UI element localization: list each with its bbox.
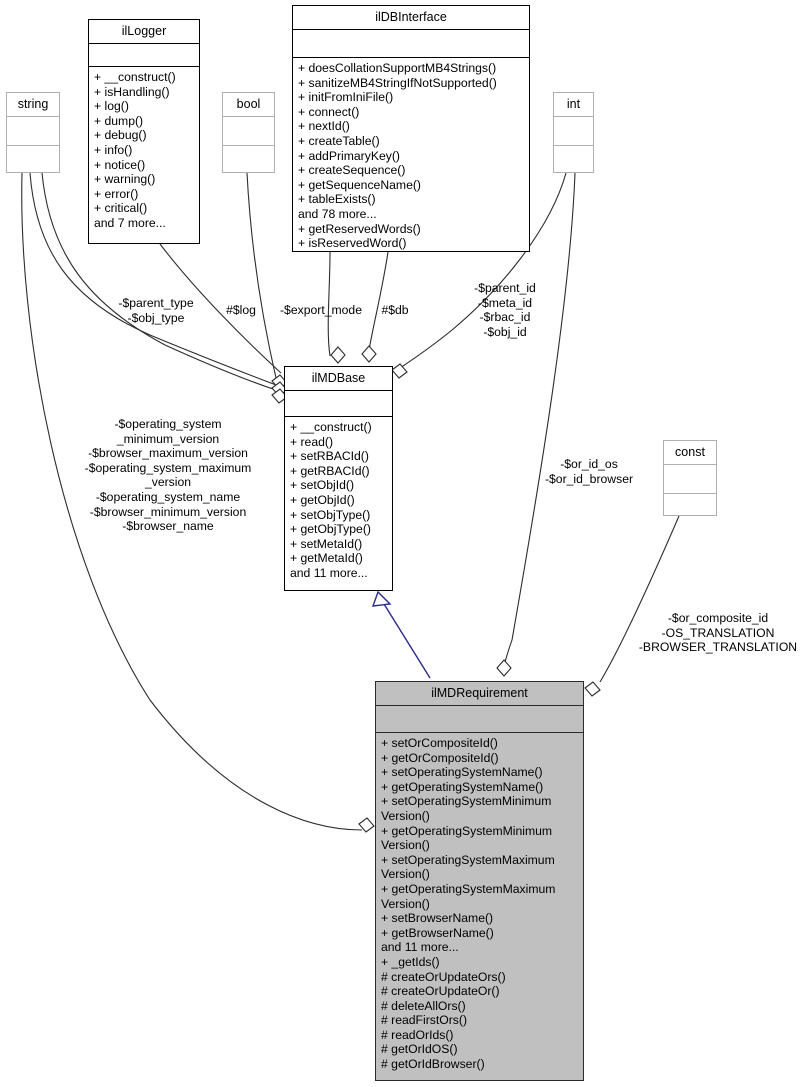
- class-methods-ilmdrequirement: + setOrCompositeId() + getOrCompositeId(…: [376, 733, 583, 1076]
- class-attrs-string: [7, 117, 59, 146]
- method-item: + getSequenceName(): [298, 177, 421, 192]
- class-box-ilmdbase[interactable]: ilMDBase + __construct() + read() + setR…: [284, 366, 393, 591]
- method-item: + setRBACId(): [290, 449, 369, 464]
- method-item: + isHandling(): [94, 84, 170, 99]
- method-item: + connect(): [298, 104, 360, 119]
- class-methods-int: [554, 146, 593, 153]
- method-item: + getOperatingSystemMaximum Version(): [381, 881, 556, 911]
- method-item: # createOrUpdateOr(): [381, 984, 500, 999]
- class-title-const: const: [664, 441, 716, 465]
- class-title-illogger: ilLogger: [89, 20, 199, 44]
- class-title-string: string: [7, 93, 59, 117]
- class-methods-string: [7, 146, 59, 153]
- edge-label-ids-group: -$parent_id -$meta_id -$rbac_id -$obj_id: [474, 281, 536, 339]
- method-item: + getReservedWords(): [298, 221, 421, 236]
- edge-label-export-mode: -$export_mode: [280, 303, 362, 317]
- class-title-int: int: [554, 93, 593, 117]
- class-attrs-ilmdbase: [285, 391, 392, 417]
- method-item: + error(): [94, 186, 139, 201]
- method-item: and 11 more...: [381, 940, 459, 955]
- method-item: and 7 more...: [94, 215, 166, 230]
- method-item: # readFirstOrs(): [381, 1013, 467, 1028]
- class-title-ildbinterface: ilDBInterface: [293, 6, 529, 30]
- edge-label-log: #$log: [226, 303, 256, 317]
- method-item: + createTable(): [298, 133, 380, 148]
- class-attrs-ilmdrequirement: [376, 706, 583, 733]
- method-item: + setMetaId(): [290, 536, 363, 551]
- class-title-ilmdrequirement: ilMDRequirement: [376, 682, 583, 706]
- method-item: + setOperatingSystemName(): [381, 765, 543, 780]
- method-item: + setOperatingSystemMaximum Version(): [381, 852, 555, 882]
- class-attrs-illogger: [89, 44, 199, 67]
- edge-label-const-group: -$or_composite_id -OS_TRANSLATION -BROWS…: [638, 611, 798, 655]
- edge-label-requirement-strings: -$operating_system _minimum_version -$br…: [84, 417, 252, 534]
- method-item: + isReservedWord(): [298, 236, 407, 251]
- method-item: + getObjId(): [290, 492, 355, 507]
- method-item: + setObjType(): [290, 507, 371, 522]
- method-item: + getOperatingSystemName(): [381, 779, 544, 794]
- edge-label-db: #$db: [381, 303, 409, 317]
- method-item: + tableExists(): [298, 192, 376, 207]
- class-attrs-bool: [223, 117, 274, 146]
- method-item: + createSequence(): [298, 163, 406, 178]
- method-item: + dump(): [94, 113, 144, 128]
- class-box-const[interactable]: const: [663, 440, 717, 516]
- method-item: + getObjType(): [290, 522, 371, 537]
- method-item: + critical(): [94, 201, 148, 216]
- class-box-string[interactable]: string: [6, 92, 60, 173]
- class-box-ilmdrequirement[interactable]: ilMDRequirement + setOrCompositeId() + g…: [375, 681, 584, 1081]
- method-item: + sanitizeMB4StringIfNotSupported(): [298, 75, 497, 90]
- method-item: + notice(): [94, 157, 146, 172]
- method-item: + log(): [94, 99, 129, 114]
- method-item: # getOrIdBrowser(): [381, 1057, 485, 1072]
- method-item: + __construct(): [290, 420, 372, 434]
- class-methods-illogger: + __construct() + isHandling() + log() +…: [89, 67, 199, 235]
- edge-label-or-ids: -$or_id_os -$or_id_browser: [544, 457, 634, 486]
- method-item: + getOrCompositeId(): [381, 750, 499, 765]
- class-methods-bool: [223, 146, 274, 153]
- method-item: + read(): [290, 434, 334, 449]
- class-title-bool: bool: [223, 93, 274, 117]
- class-box-illogger[interactable]: ilLogger + __construct() + isHandling() …: [88, 19, 200, 244]
- method-item: # deleteAllOrs(): [381, 998, 466, 1013]
- method-item: # getOrIdOS(): [381, 1042, 458, 1057]
- method-item: + warning(): [94, 172, 156, 187]
- method-item: + getRBACId(): [290, 463, 370, 478]
- class-box-ildbinterface[interactable]: ilDBInterface + doesCollationSupportMB4S…: [292, 5, 530, 252]
- method-item: + debug(): [94, 128, 147, 143]
- method-item: + __construct(): [94, 70, 176, 84]
- method-item: + initFromIniFile(): [298, 90, 394, 105]
- class-box-int[interactable]: int: [553, 92, 594, 173]
- method-item: + nextId(): [298, 119, 350, 134]
- class-methods-ilmdbase: + __construct() + read() + setRBACId() +…: [285, 417, 392, 585]
- class-attrs-const: [664, 465, 716, 494]
- method-item: and 11 more...: [290, 565, 368, 580]
- method-item: + setOperatingSystemMinimum Version(): [381, 794, 552, 823]
- method-item: + info(): [94, 142, 133, 157]
- method-item: + setBrowserName(): [381, 911, 494, 926]
- method-item: + _getIds(): [381, 954, 440, 969]
- method-item: and 78 more...: [298, 206, 377, 221]
- class-methods-ildbinterface: + doesCollationSupportMB4Strings() + san…: [293, 58, 529, 255]
- method-item: # createOrUpdateOrs(): [381, 969, 506, 984]
- method-item: + getOperatingSystemMinimum Version(): [381, 823, 553, 853]
- edge-label-parent-obj-type: -$parent_type -$obj_type: [118, 296, 194, 325]
- method-item: + getBrowserName(): [381, 925, 494, 940]
- method-item: + doesCollationSupportMB4Strings(): [298, 61, 497, 75]
- method-item: + getMetaId(): [290, 551, 363, 566]
- method-item: + setOrCompositeId(): [381, 736, 498, 750]
- class-title-ilmdbase: ilMDBase: [285, 367, 392, 391]
- class-attrs-int: [554, 117, 593, 146]
- method-item: + setObjId(): [290, 478, 355, 493]
- class-attrs-ildbinterface: [293, 30, 529, 58]
- method-item: + addPrimaryKey(): [298, 148, 400, 163]
- class-methods-const: [664, 494, 716, 501]
- method-item: # readOrIds(): [381, 1027, 454, 1042]
- class-box-bool[interactable]: bool: [222, 92, 275, 173]
